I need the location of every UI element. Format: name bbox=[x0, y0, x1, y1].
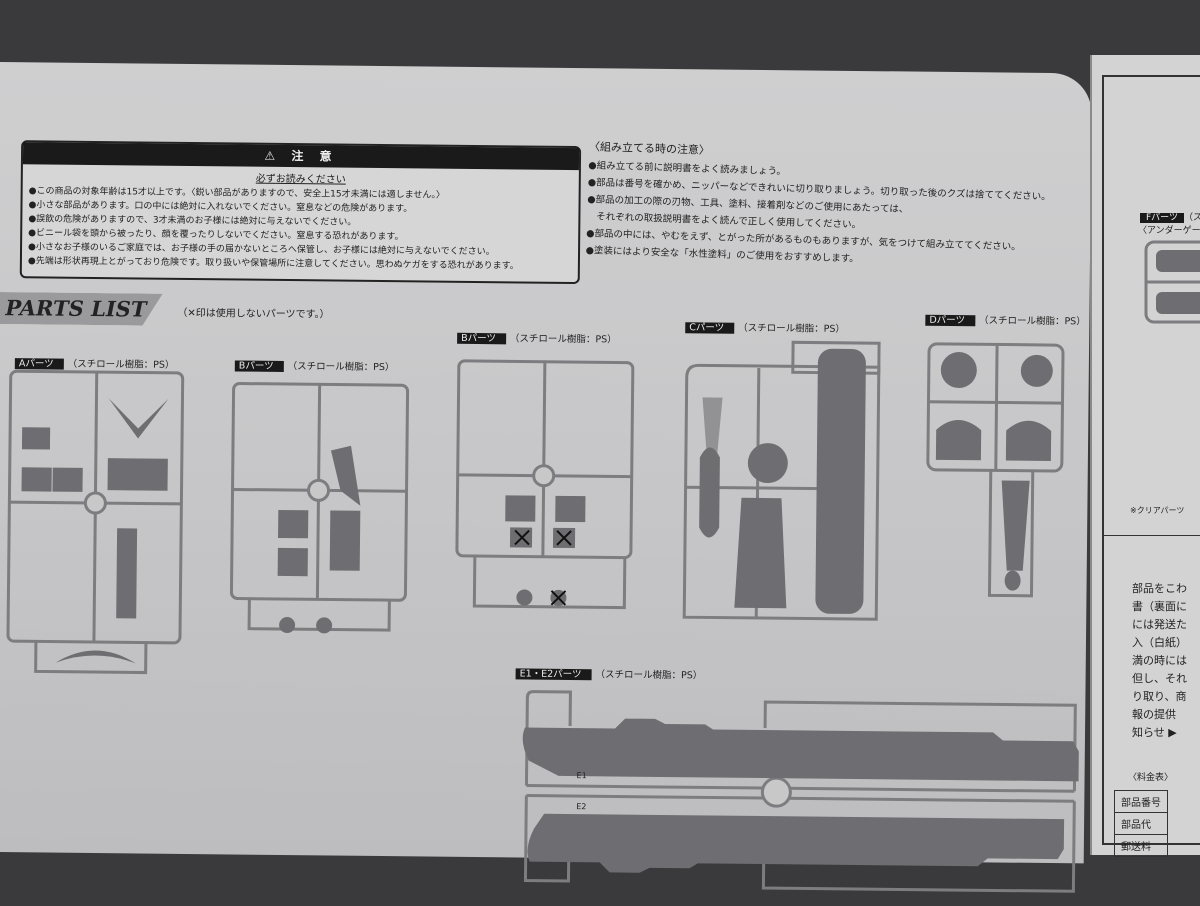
paragraph-line: 満の時には bbox=[1132, 654, 1187, 667]
paragraph-line: 但し、それ bbox=[1132, 672, 1187, 685]
right-page: Fパーツ（ス 〈アンダーゲー ※クリアパーツ 部品をこわ 書（裏面に には発送た… bbox=[1090, 55, 1200, 857]
paragraph-line: には発送た bbox=[1132, 618, 1187, 631]
material: （スチロール樹脂：PS） bbox=[287, 361, 395, 374]
parts-tag: Bパーツ bbox=[234, 360, 284, 372]
fee-table-title: 〈料金表〉 bbox=[1128, 773, 1174, 783]
sprue-a-diagram bbox=[6, 369, 185, 675]
fee-row-label: 部品番号 bbox=[1114, 790, 1168, 813]
paragraph-line: 報の提供 bbox=[1132, 708, 1176, 721]
f-parts-label: Fパーツ（ス bbox=[1140, 210, 1200, 223]
parts-tag: Fパーツ bbox=[1140, 213, 1184, 223]
sprue-b-diagram bbox=[229, 382, 410, 634]
caution-box: ⚠ 注 意 必ずお読みください ●この商品の対象年齢は15才以上です。〈鋭い部品… bbox=[19, 140, 582, 285]
manual-page: ⚠ 注 意 必ずお読みください ●この商品の対象年齢は15才以上です。〈鋭い部品… bbox=[0, 62, 1092, 893]
parts-label-b: Bパーツ（スチロール樹脂：PS） bbox=[234, 357, 395, 374]
sprue-c-diagram bbox=[682, 340, 881, 621]
paragraph-line: 知らせ ▶ bbox=[1132, 726, 1177, 739]
sprue-b2-diagram bbox=[455, 359, 635, 610]
material: （スチロール樹脂：PS） bbox=[978, 315, 1086, 328]
sprue-d-diagram bbox=[926, 342, 1065, 598]
paragraph-line: り取り、商 bbox=[1132, 690, 1187, 703]
e2-label: E2 bbox=[576, 802, 586, 811]
under-gate-label: 〈アンダーゲー bbox=[1138, 226, 1200, 236]
parts-tag: Dパーツ bbox=[925, 314, 976, 327]
fee-row-label: 郵送料 bbox=[1114, 834, 1168, 857]
parts-tag: Bパーツ bbox=[457, 332, 507, 345]
clear-parts-note: ※クリアパーツ bbox=[1130, 506, 1185, 515]
repair-paragraph: 部品をこわ 書（裏面に には発送た 入（白紙） 満の時には 但し、それ り取り、… bbox=[1132, 580, 1187, 742]
divider bbox=[1104, 535, 1200, 536]
parts-label-b2: Bパーツ（スチロール樹脂：PS） bbox=[457, 330, 617, 346]
caution-title: ⚠ 注 意 bbox=[22, 142, 580, 171]
paragraph-line: 部品をこわ bbox=[1132, 582, 1187, 595]
sprue-f-diagram bbox=[1144, 240, 1200, 324]
parts-label-e: E1・E2パーツ（スチロール樹脂：PS） bbox=[515, 665, 703, 682]
parts-list-banner: PARTS LIST bbox=[0, 292, 163, 326]
fee-row-label: 部品代 bbox=[1114, 812, 1168, 835]
parts-list-title: PARTS LIST bbox=[5, 295, 147, 322]
material: （スチロール樹脂：PS） bbox=[509, 333, 617, 346]
parts-list-note: （✕印は使用しないパーツです。） bbox=[177, 307, 330, 321]
material: （スチロール樹脂：PS） bbox=[595, 669, 703, 682]
fee-table: 部品番号 部品代 郵送料 bbox=[1114, 790, 1168, 857]
e1-label: E1 bbox=[577, 771, 587, 780]
material: （スチロール樹脂：PS） bbox=[738, 322, 846, 335]
parts-label-c: Cパーツ（スチロール樹脂：PS） bbox=[685, 319, 845, 335]
paragraph-line: 書（裏面に bbox=[1132, 600, 1187, 613]
paragraph-line: 入（白紙） bbox=[1132, 636, 1187, 649]
parts-tag: E1・E2パーツ bbox=[515, 668, 592, 681]
assembly-notes: 〈組み立てる時の注意〉 ●組み立てる前に説明書をよく読みましょう。 ●部品は番号… bbox=[585, 138, 1089, 275]
parts-tag: Cパーツ bbox=[685, 322, 735, 334]
parts-label-d: Dパーツ（スチロール樹脂：PS） bbox=[925, 312, 1086, 328]
material: （ス bbox=[1184, 213, 1200, 223]
